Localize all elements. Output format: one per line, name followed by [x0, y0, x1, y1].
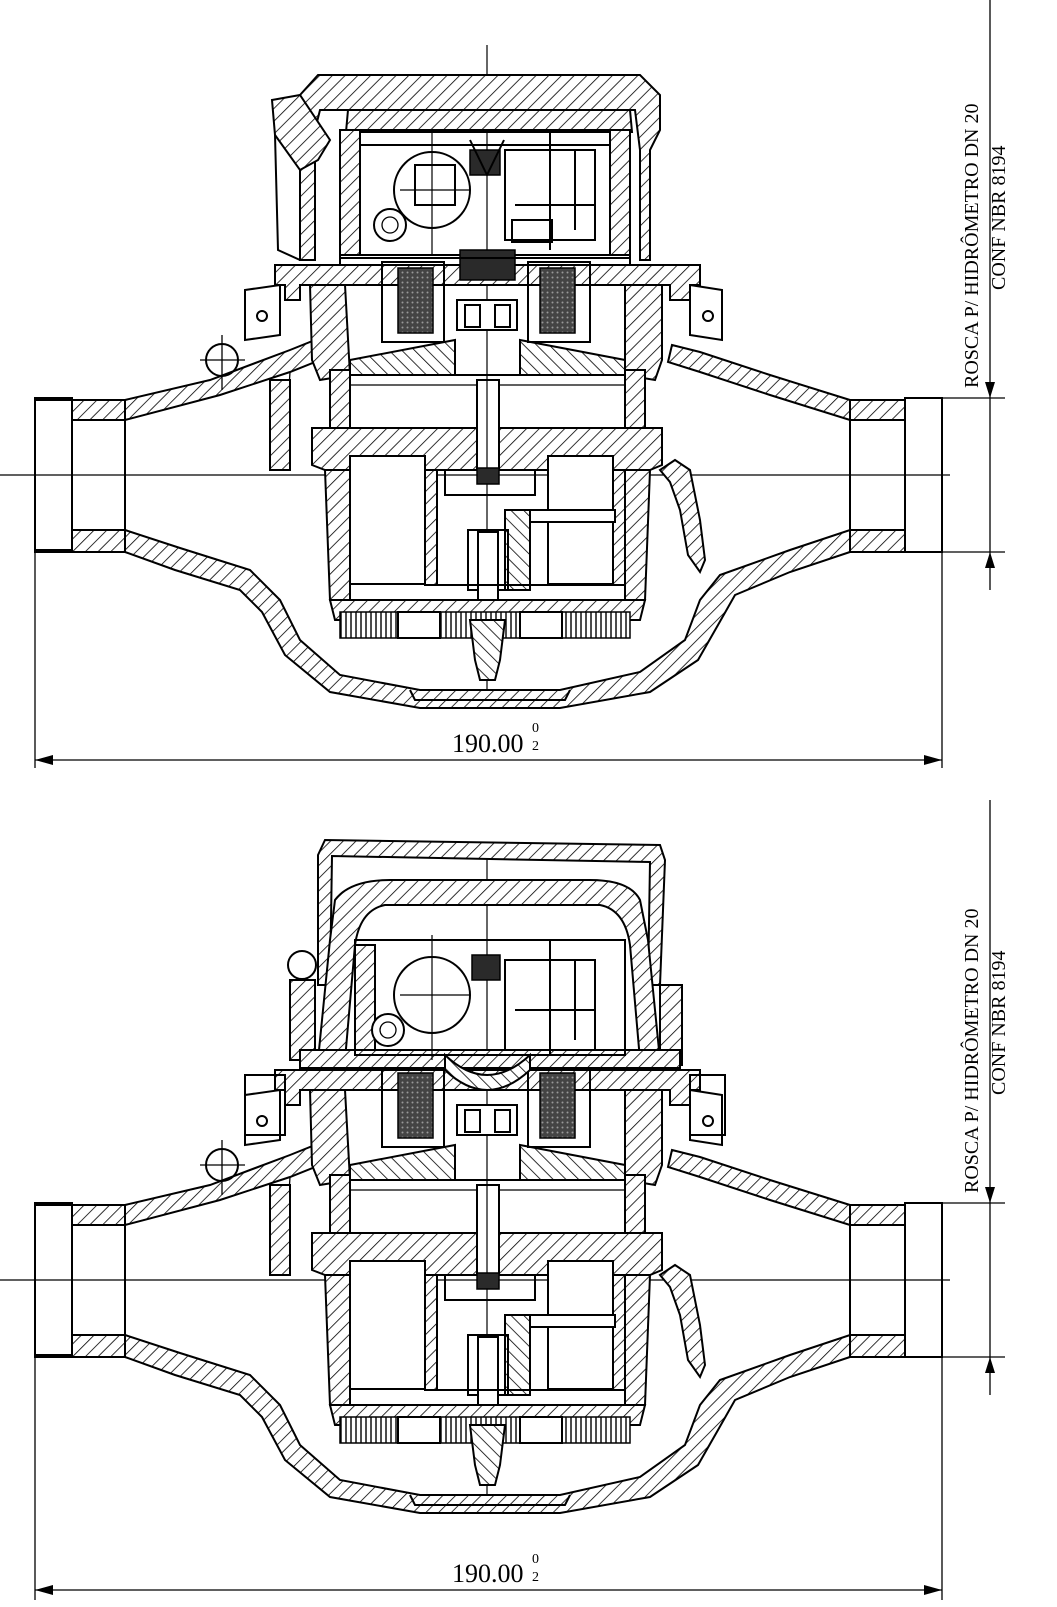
bottom-view: 190.00 0 2 ROSCA P/ HIDRÔMETRO DN 20 CON… — [0, 800, 1010, 1600]
dimension-value: 190.00 — [452, 1559, 524, 1588]
thread-note-line2: CONF NBR 8194 — [988, 951, 1010, 1095]
register-assembly — [271, 74, 661, 281]
dimension-tol-lower: 2 — [532, 1570, 539, 1585]
thread-note-line2: CONF NBR 8194 — [988, 146, 1010, 290]
dimension-tol-lower: 2 — [532, 739, 539, 754]
register-assembly-with-cap — [287, 839, 683, 1091]
dimension-tol-upper: 0 — [532, 1552, 539, 1567]
dimension-tol-upper: 0 — [532, 721, 539, 736]
thread-note-line1: ROSCA P/ HIDRÔMETRO DN 20 — [959, 104, 983, 388]
dimension-value: 190.00 — [452, 729, 524, 758]
top-view: 190.00 0 2 ROSCA P/ HIDRÔMETRO DN 20 CON… — [0, 0, 1010, 768]
thread-note-line1: ROSCA P/ HIDRÔMETRO DN 20 — [959, 909, 983, 1193]
meter-section-drawing — [0, 849, 951, 1514]
